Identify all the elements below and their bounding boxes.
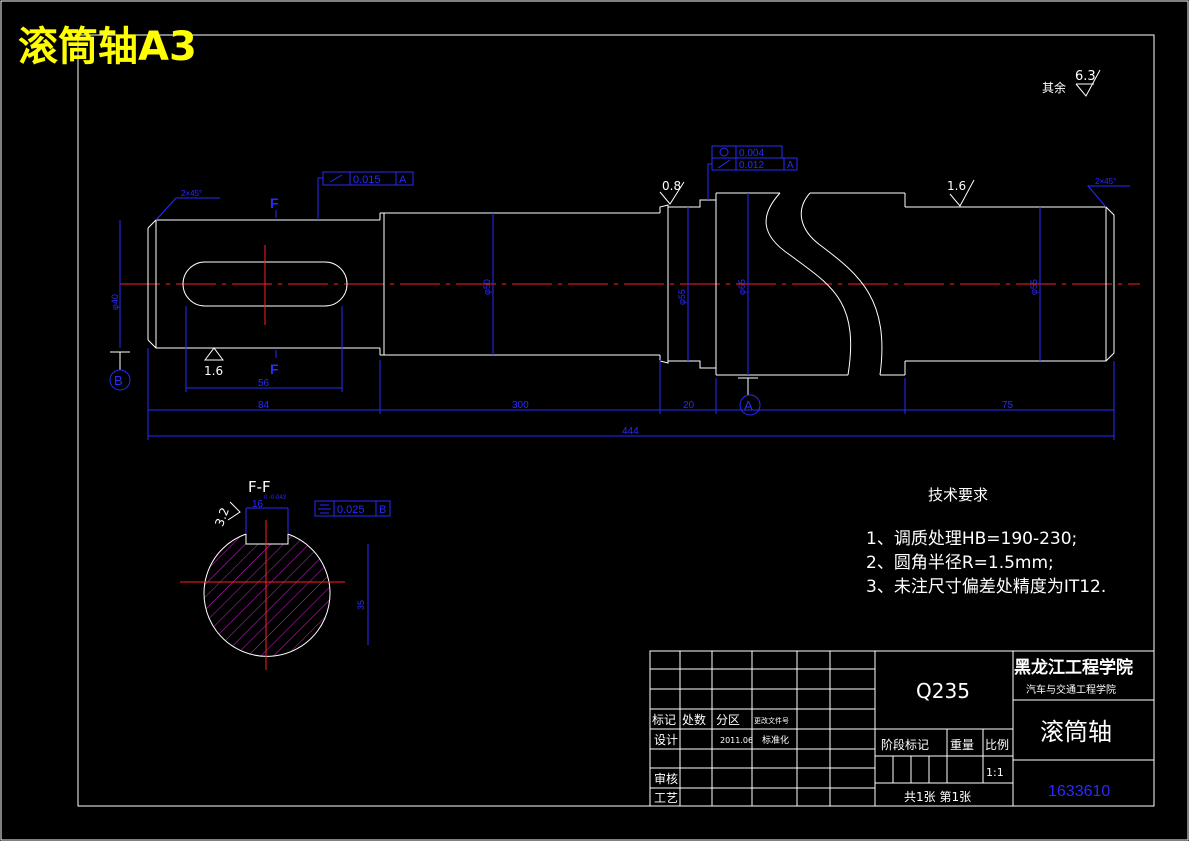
roughness-r2: 1.6 [947,179,966,193]
svg-text:重量: 重量 [950,738,974,752]
part-name: 滚筒轴 [1040,718,1112,746]
svg-text:56: 56 [258,378,270,389]
drawing-title: 滚筒轴A3 [18,24,197,70]
drawing-number: 1633610 [1048,783,1110,800]
svg-text:0.004: 0.004 [739,148,764,159]
diameter-dims: φ40 φ50 φ55 φ65 φ55 [110,193,1041,375]
length-dims: 56 84 300 20 75 444 [147,306,1115,440]
svg-text:B: B [379,504,386,516]
material: Q235 [916,679,970,703]
svg-text:阶段标记: 阶段标记 [881,737,929,752]
svg-text:0.015: 0.015 [353,174,381,186]
svg-text:B: B [114,373,123,388]
svg-text:φ65: φ65 [737,279,747,295]
svg-text:标记: 标记 [652,713,676,727]
datum-a-icon [739,394,761,416]
svg-text:工艺: 工艺 [654,791,678,805]
svg-text:φ55: φ55 [1029,279,1039,295]
svg-text:A: A [399,174,407,186]
roughness-other-value: 6.3 [1075,69,1096,84]
section-ff [203,533,331,657]
scale: 1:1 [986,766,1004,779]
svg-text:φ55: φ55 [677,289,687,305]
svg-text:A: A [744,398,753,413]
inner-border [77,34,1155,807]
dept-name: 汽车与交通工程学院 [1026,683,1116,696]
tech-item-1: 1、调质处理HB=190-230; [866,529,1077,549]
svg-text:标准化: 标准化 [762,734,789,746]
roughness-r4: 3.2 [212,506,232,529]
svg-text:444: 444 [622,426,639,437]
keyway-slot [182,261,348,307]
tolerance-frame-1: 0.015 A [317,171,414,220]
sheet-count: 共1张 第1张 [904,790,971,804]
keyway-width-tol: 0 -0.043 [264,495,287,501]
svg-text:300: 300 [512,400,529,411]
section-marker-bottom: F [270,361,279,377]
svg-text:2011.06: 2011.06 [720,736,753,745]
svg-text:0.025: 0.025 [337,504,365,516]
svg-text:更改文件号: 更改文件号 [754,716,789,725]
svg-text:84: 84 [258,400,270,411]
chamfer-right: 2×45° [1095,177,1116,186]
svg-text:分区: 分区 [716,713,740,727]
keyway-width: 16 [252,499,264,510]
shaft-outline [147,192,1115,376]
roughness-other-label: 其余 [1042,80,1066,95]
chamfer-left: 2×45° [181,189,202,198]
svg-text:φ50: φ50 [482,279,492,295]
tech-title: 技术要求 [928,486,988,504]
svg-text:设计: 设计 [654,733,678,747]
keyway-depth: 35 [356,600,366,610]
tolerance-frame-2: 0.004 0.012 A [707,145,798,200]
svg-text:φ40: φ40 [110,294,120,310]
tolerance-frame-3: 0.025 B [314,500,391,517]
section-title: F-F [248,478,271,496]
svg-text:处数: 处数 [682,712,706,727]
svg-text:比例: 比例 [985,738,1009,752]
svg-text:0.012: 0.012 [739,160,764,171]
svg-text:审核: 审核 [654,771,678,786]
svg-text:A: A [787,160,794,171]
section-marker-top: F [270,195,279,211]
svg-text:75: 75 [1002,400,1014,411]
title-block [649,650,1155,807]
tech-item-3: 3、未注尺寸偏差处精度为IT12. [866,577,1106,597]
roughness-r3: 1.6 [204,364,223,378]
svg-text:20: 20 [683,400,695,411]
datum-b-icon [109,369,131,391]
school-name: 黑龙江工程学院 [1014,657,1133,678]
tech-item-2: 2、圆角半径R=1.5mm; [866,553,1054,573]
roughness-symbol-icon [1075,69,1101,97]
roughness-r1: 0.8 [662,179,681,193]
